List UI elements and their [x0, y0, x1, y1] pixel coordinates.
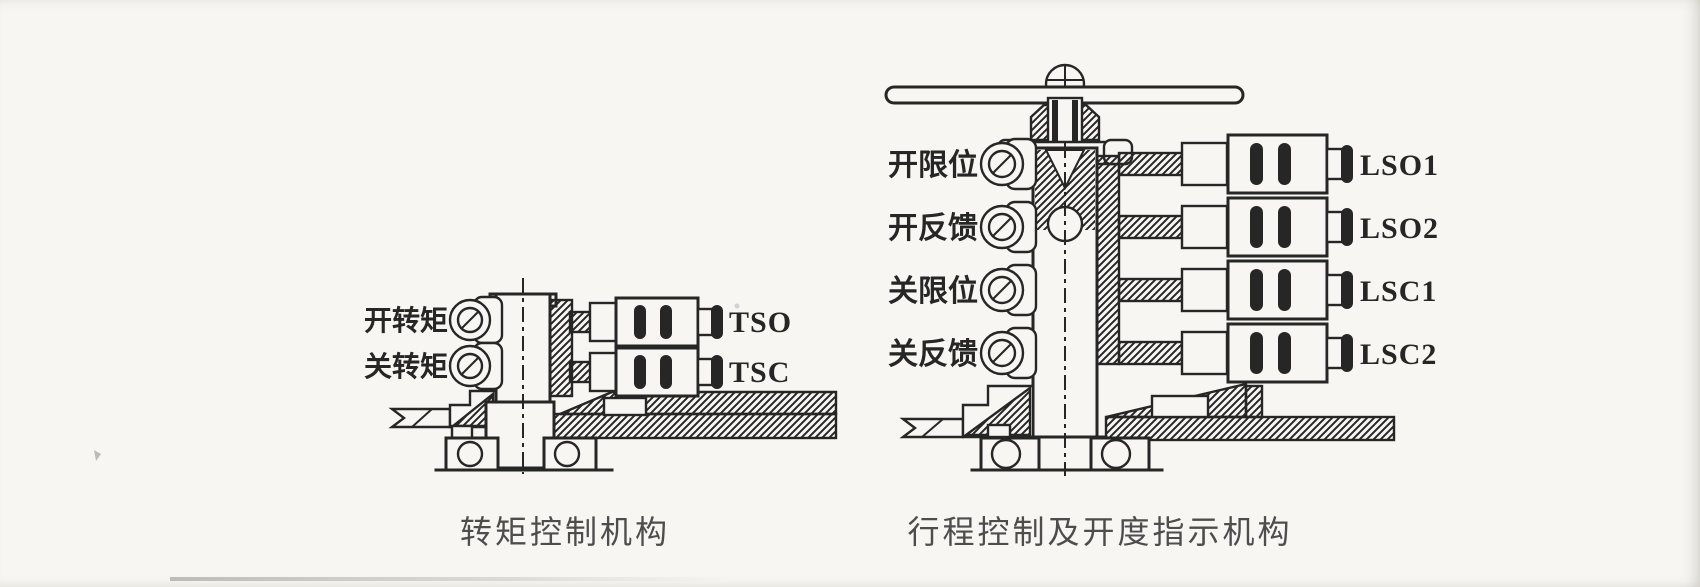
- torque-switch-row-tsc: TSC: [568, 346, 790, 398]
- tso-terminal: [711, 305, 723, 339]
- lso1-terminal: [1341, 145, 1353, 183]
- travel-bolt-hole-right: [1100, 438, 1132, 470]
- torque-adjuster-open: 开转矩: [364, 295, 504, 345]
- travel-adjuster-open-feedback: 开反馈: [888, 200, 1038, 254]
- lsc2-label: LSC2: [1360, 338, 1437, 371]
- open-limit-label: 开限位: [888, 148, 978, 182]
- travel-adjuster-close-limit: 关限位: [888, 263, 1038, 317]
- lsc1-switch-box: [1226, 259, 1329, 321]
- lso2-switch-box: [1226, 196, 1329, 258]
- lso2-indicator-bar: [1278, 206, 1291, 248]
- travel-bolt-hole-left: [990, 438, 1022, 470]
- lso2-terminal: [1341, 208, 1353, 246]
- travel-switch-row-lsc1: LSC1: [1117, 259, 1437, 321]
- tsc-indicator-bar: [660, 355, 672, 389]
- scan-speck: [94, 450, 101, 461]
- travel-column-hatch: [1095, 154, 1121, 366]
- torque-base-shelf: [550, 412, 838, 440]
- travel-column: [1031, 146, 1121, 442]
- lso1-label: LSO1: [1360, 149, 1439, 182]
- scan-streak: [170, 577, 730, 581]
- tso-indicator-bar: [634, 305, 646, 339]
- lso1-indicator-bar: [1250, 143, 1263, 185]
- torque-mechanism-figure: 开转矩 关转矩 TSO TSC: [364, 278, 838, 550]
- travel-adjuster-close-feedback: 关反馈: [888, 326, 1038, 380]
- torque-base: [388, 389, 838, 472]
- tsc-terminal: [711, 355, 723, 389]
- travel-base: [899, 382, 1396, 472]
- lso2-label: LSO2: [1360, 212, 1439, 245]
- travel-caption: 行程控制及开度指示机构: [907, 514, 1292, 550]
- lsc2-indicator-bar: [1278, 332, 1291, 374]
- lsc1-indicator-bar: [1250, 269, 1263, 311]
- travel-switch-row-lso1: LSO1: [1117, 133, 1439, 195]
- lsc2-terminal: [1341, 334, 1353, 372]
- tso-switch-box: [614, 296, 700, 348]
- lsc2-switch-box: [1226, 322, 1329, 384]
- open-feedback-label: 开反馈: [888, 212, 978, 245]
- lso1-indicator-bar: [1278, 143, 1291, 185]
- torque-bolt-hole-right: [553, 440, 581, 468]
- torque-adjuster-close: 关转矩: [364, 341, 504, 391]
- close-limit-label: 关限位: [888, 274, 978, 308]
- travel-switch-row-lso2: LSO2: [1117, 196, 1439, 258]
- torque-open-label: 开转矩: [364, 305, 448, 336]
- torque-column-hatch: [548, 298, 574, 398]
- torque-bolt-hole-left: [456, 440, 484, 468]
- tso-label: TSO: [729, 306, 792, 339]
- tsc-label: TSC: [729, 356, 790, 389]
- torque-switch-row-tso: TSO: [568, 296, 792, 348]
- tso-indicator-bar: [660, 305, 672, 339]
- torque-close-label: 关转矩: [364, 351, 448, 382]
- tsc-indicator-bar: [634, 355, 646, 389]
- handwheel: [884, 63, 1245, 105]
- travel-adjuster-open-limit: 开限位: [888, 137, 1038, 191]
- close-feedback-label: 关反馈: [888, 338, 978, 371]
- travel-switch-row-lsc2: LSC2: [1117, 322, 1437, 384]
- travel-base-shelf: [1104, 415, 1396, 442]
- tsc-switch-box: [614, 346, 700, 398]
- travel-mechanism-figure: 开限位 开反馈 关限位 关反馈: [884, 63, 1439, 550]
- lsc1-label: LSC1: [1360, 275, 1437, 308]
- lso1-switch-box: [1226, 133, 1329, 195]
- torque-caption: 转矩控制机构: [460, 514, 670, 550]
- lsc1-terminal: [1341, 271, 1353, 309]
- lso2-indicator-bar: [1250, 206, 1263, 248]
- scan-speck: [734, 303, 740, 309]
- lsc2-indicator-bar: [1250, 332, 1263, 374]
- lsc1-indicator-bar: [1278, 269, 1291, 311]
